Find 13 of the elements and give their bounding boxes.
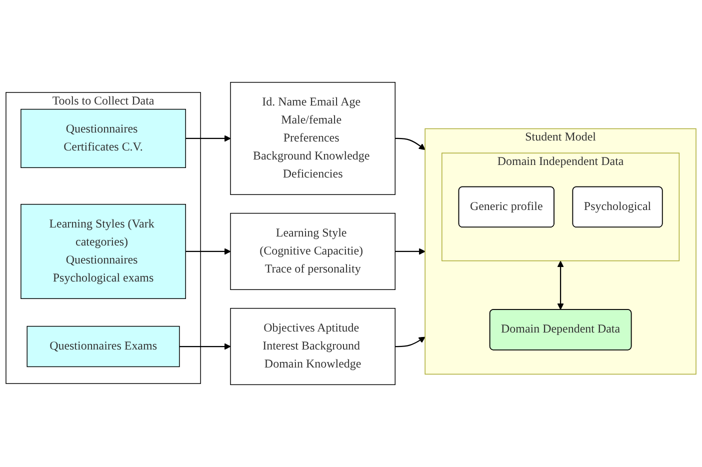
arrow (179, 343, 231, 350)
arrow (395, 138, 426, 150)
arrow (557, 260, 564, 310)
node-box: Objectives Aptitude Interest Background Domain Knowledge (230, 308, 396, 386)
arrow (186, 135, 231, 142)
node-box: Learning Styles (Vark categories) Questionnaires Psychological exams (20, 204, 186, 299)
arrow (186, 248, 231, 255)
node-box: Learning Style (Cognitive Capacitie) Trace of personality (230, 212, 396, 290)
node-box: Id. Name Email Age Male/female Preferences Background Knowledge Deficiencies (230, 82, 396, 195)
node-box: Questionnaires Exams (26, 326, 180, 368)
arrow (395, 336, 426, 348)
node-box: Questionnaires Certificates C.V. (20, 108, 186, 168)
arrow (395, 248, 426, 255)
